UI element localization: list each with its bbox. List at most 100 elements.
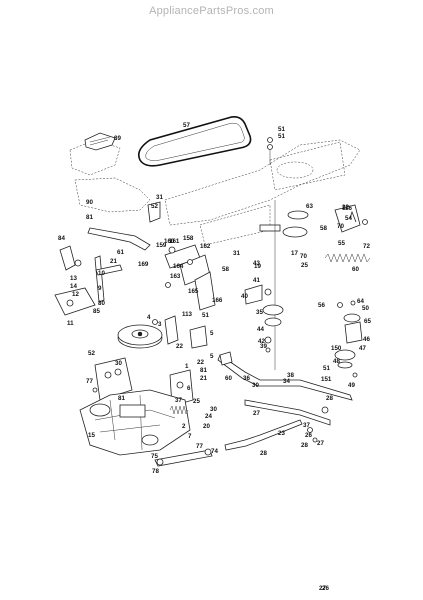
part-label: 65 [364,318,371,325]
part-label: 81 [118,395,125,402]
idler-pulley-stack [259,200,309,370]
part-label: 77 [196,443,203,450]
part-label: 1 [185,363,189,370]
part-label: 12 [72,291,79,298]
part-label: 40 [241,293,248,300]
part-label: 28 [260,450,267,457]
part-label: 37 [175,397,182,404]
part-label: 25 [193,398,200,405]
control-rods [217,354,353,451]
bracket-84 [59,245,76,271]
part-label: 164 [173,263,184,270]
part-label: 116 [342,205,353,212]
part-label: 150 [331,345,342,352]
bracket [147,201,161,223]
part-label: 51 [278,126,285,133]
part-label: 63 [306,203,313,210]
part-label: 52 [151,203,158,210]
part-label: 14 [70,283,77,290]
transaxle [79,389,213,467]
part-label: 10 [98,270,105,277]
part-label: 166 [212,297,223,304]
part-label: 163 [170,273,181,280]
part-label: 44 [257,326,264,333]
part-label: 70 [300,253,307,260]
part-label: 55 [338,240,345,247]
shift-rod [87,227,151,251]
spring [324,253,371,263]
part-label: 89 [114,135,121,142]
part-label: 41 [253,277,260,284]
part-label: 57 [183,122,190,129]
part-label: 75 [151,453,158,460]
part-label: 72 [363,243,370,250]
part-label: 23 [278,430,285,437]
part-label: 26 [305,432,312,439]
part-label: 24 [205,413,212,420]
part-label: 158 [183,235,194,242]
part-label: 13 [70,275,77,282]
part-label: 30 [252,382,259,389]
part-label: 56 [318,302,325,309]
right-bearing-stack [334,300,363,378]
shift-lever-bracket [92,357,133,401]
part-label: 5 [210,353,214,360]
part-label: 61 [117,249,124,256]
part-label: 11 [67,320,74,327]
part-label: 80 [98,300,105,307]
part-label: 34 [283,378,290,385]
part-label: 49 [348,382,355,389]
part-label: 36 [243,375,250,382]
part-label: 9 [98,285,102,292]
part-label: 70 [337,223,344,230]
part-label: 21 [110,258,117,265]
part-label: 54 [345,215,352,222]
part-label: 162 [200,243,211,250]
part-label: 17 [291,250,298,257]
part-label: 31 [156,194,163,201]
tractor-frame [69,139,361,246]
part-label: 6 [187,385,191,392]
part-label: 38 [287,372,294,379]
part-label: 51 [202,312,209,319]
part-label: 30 [115,360,122,367]
part-label: 51 [323,365,330,372]
part-label: 22 [176,343,183,350]
part-label: 15 [88,432,95,439]
part-label: 78 [152,468,159,475]
part-label: 39 [260,343,267,350]
part-label: 47 [359,345,366,352]
part-label: 159 [156,242,167,249]
brake-linkage [164,244,216,311]
part-label: 22 [197,359,204,366]
part-label: 81 [86,214,93,221]
part-label: 27 [317,440,324,447]
part-label: 4 [147,314,151,321]
part-label: 84 [58,235,65,242]
part-label: 37 [303,422,310,429]
part-label: 27 [319,585,326,592]
part-label: 81 [200,367,207,374]
part-label: 2 [182,423,186,430]
part-label: 19 [254,263,261,270]
part-label: 113 [182,311,193,318]
part-label: 42 [258,338,265,345]
part-label: 21 [200,375,207,382]
part-label: 50 [362,305,369,312]
part-label: 169 [138,261,149,268]
part-label: 46 [363,336,370,343]
part-label: 165 [188,288,199,295]
part-label: 5 [210,330,214,337]
part-label: 58 [320,225,327,232]
part-label: 60 [352,266,359,273]
site-watermark: AppliancePartsPros.com [149,5,274,17]
part-label: 27 [253,410,260,417]
part-label: 43 [253,260,260,267]
drive-belt [137,116,252,167]
part-label: 31 [233,250,240,257]
part-label: 52 [88,350,95,357]
part-label: 151 [321,376,332,383]
part-label: 25 [301,262,308,269]
